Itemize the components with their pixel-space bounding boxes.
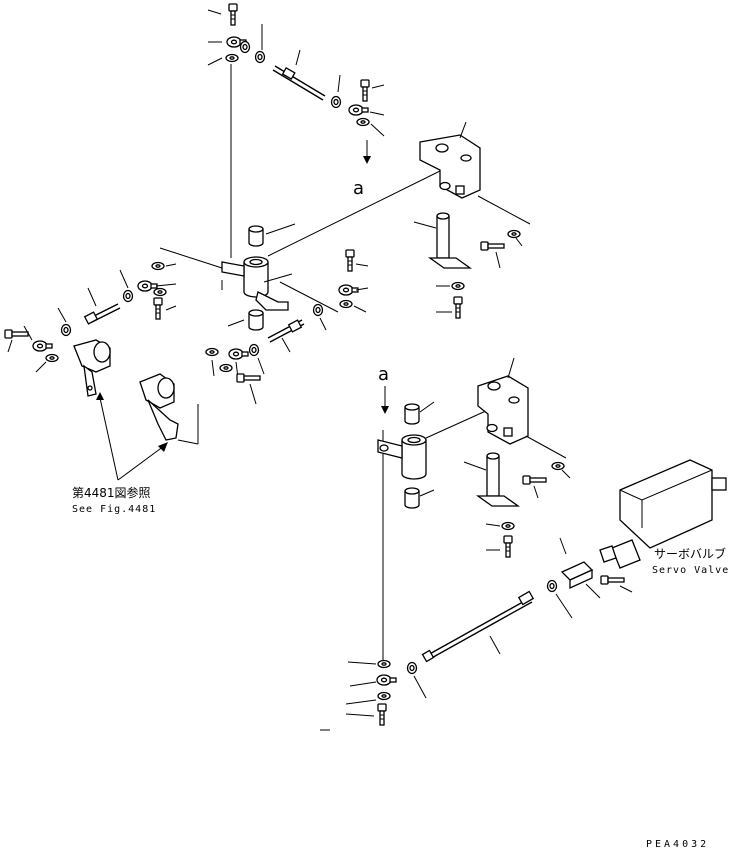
servo-valve-en-label: Servo Valve: [652, 565, 730, 576]
lever-icon: [228, 348, 249, 360]
view-a-label-bottom: a: [378, 364, 390, 385]
washer-icon: [356, 117, 370, 127]
upper-linkage-group: [4, 3, 531, 481]
washer-icon: [153, 287, 167, 297]
shaft-icon: [427, 212, 473, 269]
washer-icon: [451, 281, 465, 291]
rod-icon: [83, 303, 121, 325]
washer-icon: [219, 363, 233, 373]
bolt-icon: [345, 249, 355, 272]
washer-icon: [507, 229, 521, 239]
bolt-icon: [377, 703, 387, 726]
washer-icon: [225, 53, 239, 63]
washer-icon: [339, 299, 353, 309]
lever-icon: [348, 104, 369, 116]
bushing-icon: [248, 309, 264, 331]
arrow-down-icon: [381, 386, 389, 414]
nut-icon: [254, 50, 266, 64]
lever-icon: [32, 340, 53, 352]
bolt-icon: [4, 329, 29, 339]
washer-icon: [205, 347, 219, 357]
lever-icon: [376, 674, 397, 686]
nut-icon: [60, 323, 72, 337]
bushing-icon: [404, 487, 420, 509]
bracket-icon: [419, 134, 481, 199]
lever-icon: [137, 280, 158, 292]
bolt-icon: [600, 575, 625, 585]
bracket-icon: [477, 375, 529, 445]
rod-icon: [421, 590, 535, 663]
nut-icon: [546, 579, 558, 593]
bolt-icon: [503, 535, 513, 558]
nut-icon: [239, 40, 251, 54]
bolt-icon: [522, 475, 547, 485]
bolt-icon: [453, 296, 463, 319]
rod-icon: [272, 65, 326, 101]
lever-housing-left: [73, 339, 111, 397]
bolt-icon: [236, 373, 261, 383]
nut-icon: [312, 303, 324, 317]
bolt-icon: [153, 297, 163, 320]
bushing-icon: [248, 225, 264, 247]
lever-icon: [338, 284, 359, 296]
clevis: [560, 561, 594, 590]
bolt-icon: [360, 79, 370, 102]
shaft-icon: [475, 452, 521, 507]
drawing-code: PEA4032: [646, 839, 710, 850]
washer-icon: [501, 521, 515, 531]
nut-icon: [122, 289, 134, 303]
nut-icon: [406, 661, 418, 675]
pivot-housing-lower: [377, 434, 427, 480]
pivot-housing: [221, 256, 293, 311]
bolt-icon: [480, 241, 505, 251]
washer-icon: [377, 659, 391, 669]
nut-icon: [330, 95, 342, 109]
bushing-icon: [404, 403, 420, 425]
see-fig-en-label: See Fig.4481: [72, 504, 157, 515]
rod-icon: [267, 319, 305, 343]
see-fig-jp-label: 第4481図参照: [72, 486, 151, 500]
servo-valve-jp-label: サーボバルブ: [654, 547, 727, 561]
nut-icon: [248, 343, 260, 357]
arrow-down-icon: [363, 140, 371, 164]
washer-icon: [551, 461, 565, 471]
view-a-label-top: a: [353, 178, 365, 199]
washer-icon: [151, 261, 165, 271]
lever-housing-right: [139, 373, 179, 441]
servo-valve-icon: [599, 459, 727, 569]
bolt-icon: [228, 3, 238, 26]
washer-icon: [377, 691, 391, 701]
lower-linkage-group: [320, 357, 727, 731]
washer-icon: [45, 353, 59, 363]
